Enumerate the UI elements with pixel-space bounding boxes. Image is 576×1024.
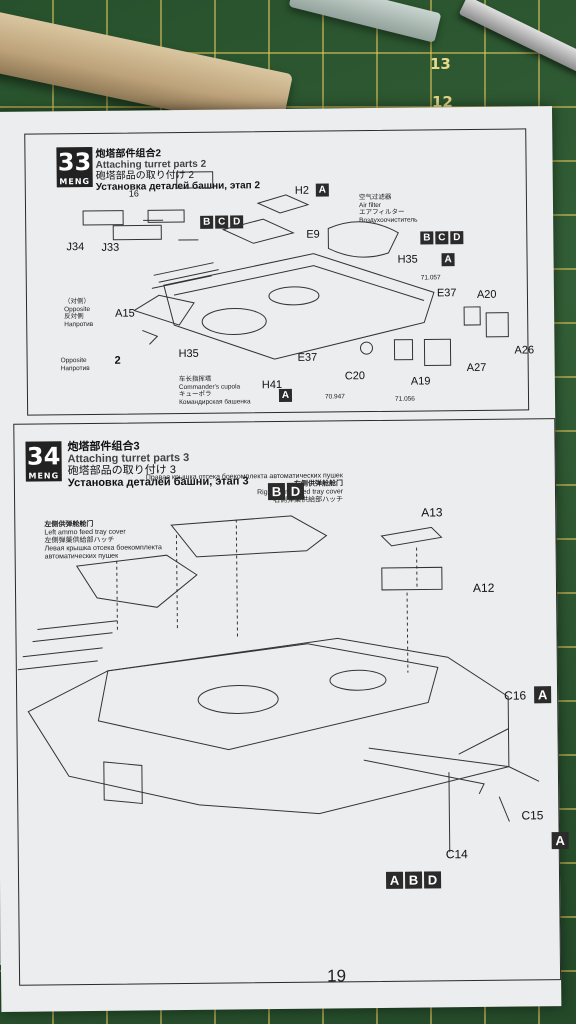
- part-air-filter: [327, 221, 399, 258]
- part-a26: [485, 312, 509, 338]
- part-a19: [393, 339, 414, 361]
- cupola-ring: [197, 684, 279, 714]
- part-a15: [132, 294, 195, 326]
- instruction-page: 33 MENG 炮塔部件组合2 Attaching turret parts 2…: [0, 106, 569, 1012]
- right-ammo-cover: [170, 515, 328, 558]
- part-shape: [221, 218, 295, 244]
- gun-barrels: [151, 262, 219, 289]
- turret-body: [27, 637, 510, 815]
- part-j34: [82, 210, 124, 226]
- part-c16: [368, 747, 540, 782]
- assembly-arrow: [143, 219, 199, 241]
- line-art: [17, 171, 540, 853]
- part-j33: [112, 224, 162, 241]
- gun-barrels: [17, 620, 118, 671]
- part-shape: [142, 329, 159, 345]
- leader-line: [498, 796, 510, 822]
- turret-edge: [173, 265, 425, 301]
- left-ammo-cover: [75, 554, 198, 608]
- leader-line: [458, 728, 509, 755]
- part-a12: [381, 566, 443, 591]
- guide-lines: [116, 519, 418, 673]
- turret-body: [163, 253, 435, 360]
- part-shape: [176, 171, 214, 189]
- part-a13: [380, 526, 443, 547]
- part-shape: [147, 209, 185, 223]
- part-c15: [363, 759, 485, 795]
- hatch-panel: [103, 761, 143, 805]
- hatch-ring: [329, 669, 387, 691]
- part-a20: [463, 306, 481, 326]
- turret-top: [97, 643, 439, 751]
- part-a27: [423, 338, 452, 366]
- leader-line: [448, 772, 451, 853]
- ruler-number: 13: [430, 55, 451, 73]
- hatch-ring: [268, 286, 320, 306]
- part-c20: [359, 341, 373, 355]
- part-h2: [256, 194, 310, 214]
- cupola-ring: [201, 307, 267, 335]
